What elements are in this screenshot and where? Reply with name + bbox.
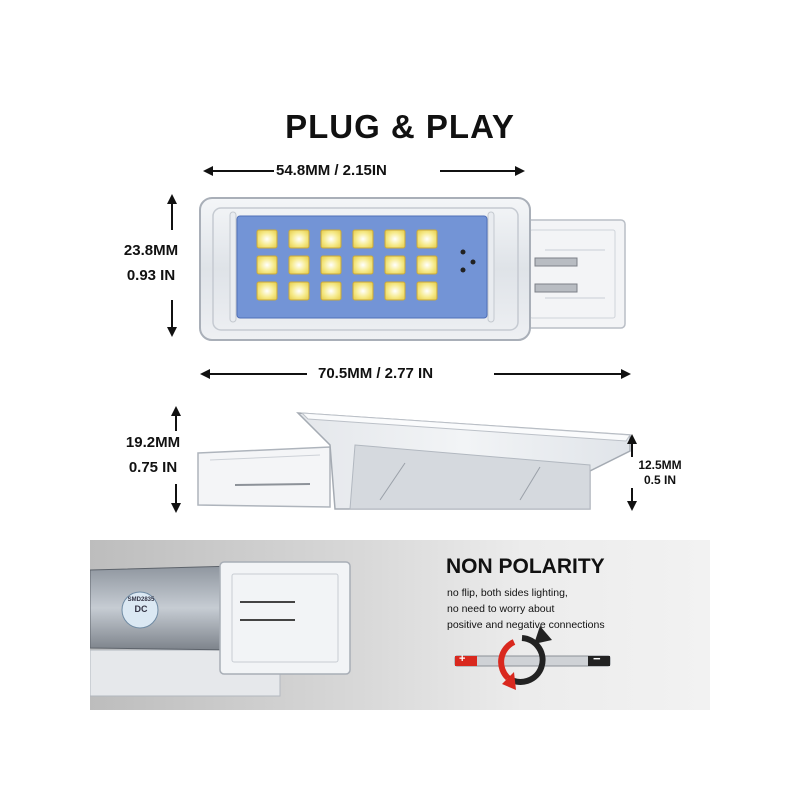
- arrow-down-icon: [627, 501, 637, 511]
- led-chip: [288, 229, 310, 249]
- dimension-line: [175, 415, 177, 431]
- arrow-left-icon: [203, 166, 213, 176]
- led-chip: [384, 229, 406, 249]
- arrow-down-icon: [171, 503, 181, 513]
- side-height-in-label: 0.75 IN: [128, 459, 178, 476]
- led-chip: [320, 281, 342, 301]
- led-chip: [320, 255, 342, 275]
- led-chip: [352, 229, 374, 249]
- dimension-line: [631, 443, 633, 457]
- arrow-up-icon: [627, 434, 637, 444]
- connector-closeup: [90, 561, 611, 697]
- dimension-line: [212, 170, 274, 172]
- arrow-right-icon: [621, 369, 631, 379]
- page-title: PLUG & PLAY: [285, 108, 515, 145]
- dimension-line: [171, 203, 173, 230]
- thickness-mm-label: 12.5MM: [638, 458, 682, 472]
- non-polarity-panel: + − SMD2835 DC: [90, 540, 710, 710]
- led-chip: [288, 281, 310, 301]
- led-chip: [256, 281, 278, 301]
- led-chip: [288, 255, 310, 275]
- height-mm-label: 23.8MM: [123, 242, 179, 259]
- arrow-left-icon: [200, 369, 210, 379]
- led-chip: [416, 281, 438, 301]
- led-lamp-top-view: [199, 197, 626, 341]
- height-in-label: 0.93 IN: [126, 267, 176, 284]
- dimension-line: [494, 373, 622, 375]
- led-chip: [352, 281, 374, 301]
- led-chip: [416, 229, 438, 249]
- description-line: no need to worry about: [447, 603, 555, 615]
- top-length-label: 54.8MM / 2.15IN: [276, 162, 387, 179]
- chip-label: SMD2835 DC: [126, 596, 156, 615]
- non-polarity-heading: NON POLARITY: [446, 555, 605, 578]
- dimension-line: [440, 170, 516, 172]
- dimension-line: [175, 484, 177, 504]
- led-chip: [384, 255, 406, 275]
- description-line: no flip, both sides lighting,: [447, 587, 568, 599]
- led-chip: [256, 229, 278, 249]
- arrow-down-icon: [167, 327, 177, 337]
- description-line: positive and negative connections: [447, 619, 605, 631]
- dimension-line: [209, 373, 307, 375]
- side-height-mm-label: 19.2MM: [125, 434, 181, 451]
- non-polarity-description: no flip, both sides lighting, no need to…: [447, 585, 605, 633]
- dimension-line: [171, 300, 173, 328]
- total-length-label: 70.5MM / 2.77 IN: [318, 365, 434, 382]
- arrow-up-icon: [171, 406, 181, 416]
- dimension-line: [631, 488, 633, 502]
- arrow-up-icon: [167, 194, 177, 204]
- plus-sign: +: [459, 653, 466, 665]
- minus-sign: −: [593, 651, 601, 666]
- led-chip: [256, 255, 278, 275]
- thickness-in-label: 0.5 IN: [643, 473, 676, 487]
- led-chip: [352, 255, 374, 275]
- led-chip: [384, 281, 406, 301]
- chip-label-line1: SMD2835: [127, 597, 155, 603]
- arrow-right-icon: [515, 166, 525, 176]
- led-lamp-side-view: [197, 412, 631, 510]
- led-chip: [320, 229, 342, 249]
- chip-label-line2: DC: [134, 604, 148, 614]
- led-chip: [416, 255, 438, 275]
